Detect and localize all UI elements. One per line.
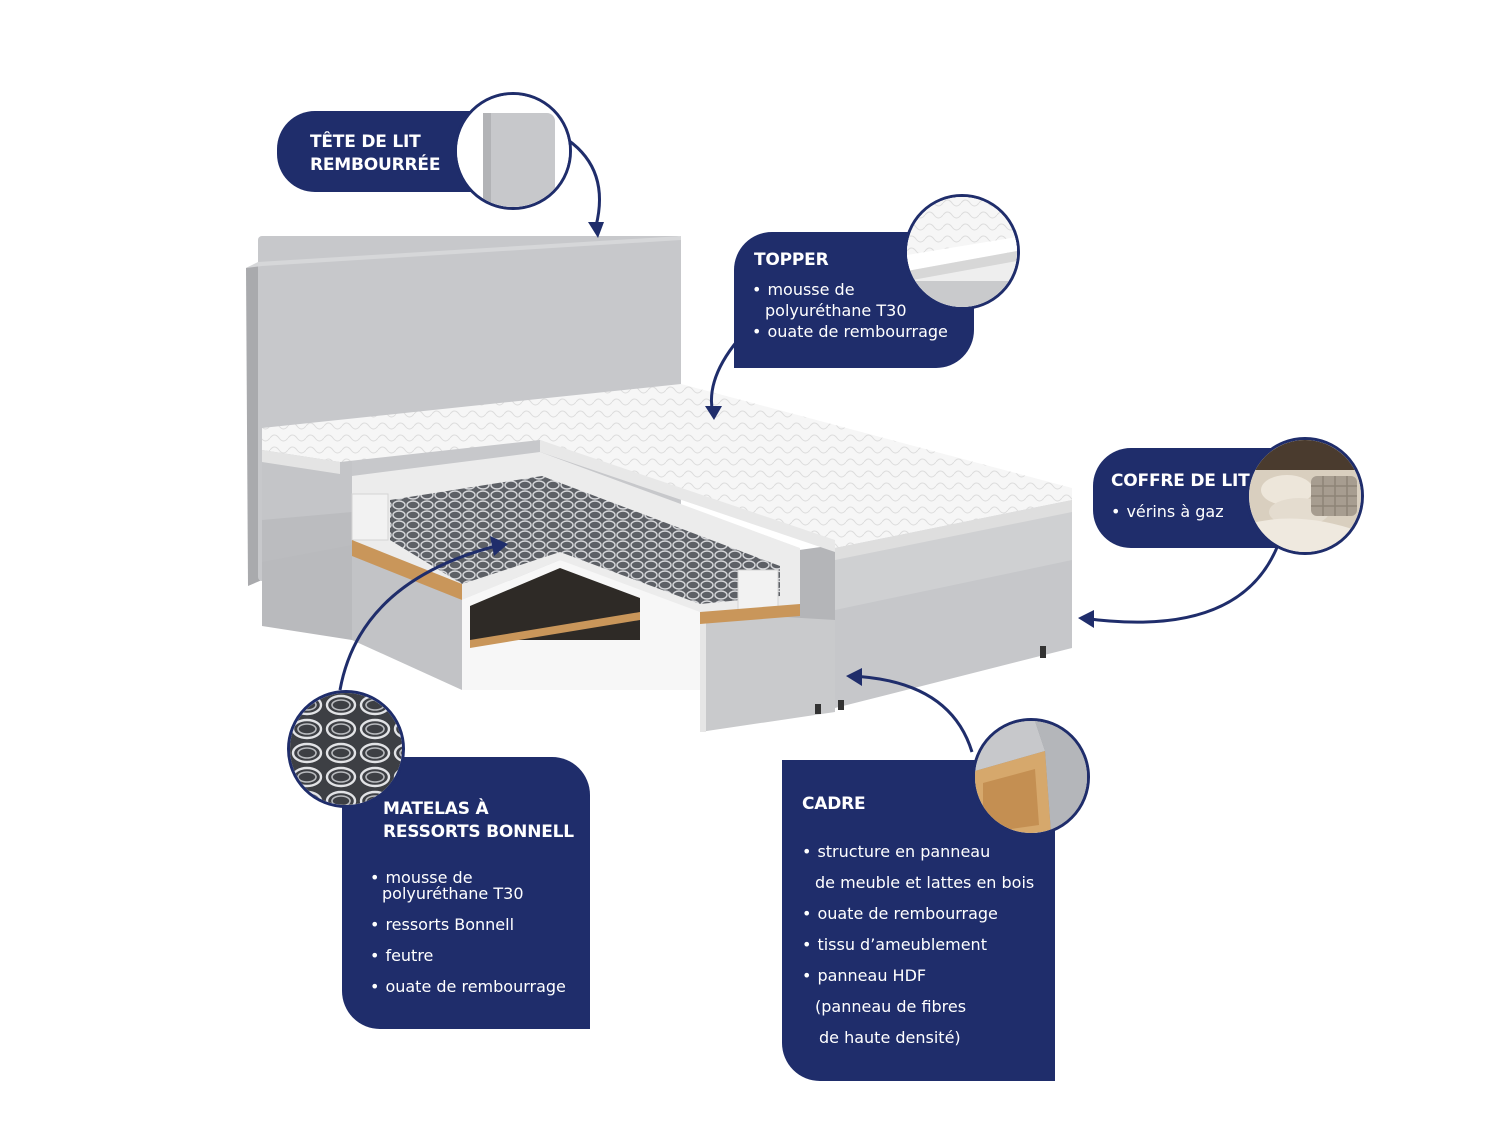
spring-cutaway (351, 452, 800, 690)
mattress-item-4: ouate de rembourrage (370, 977, 565, 997)
mattress-inset-circle (287, 690, 405, 808)
topper-item-1: mousse de (752, 280, 854, 300)
frame-item-1b: de meuble et lattes en bois (815, 873, 1035, 892)
frame-item-2: ouate de rembourrage (802, 904, 997, 924)
frame-item-1: structure en panneau (802, 842, 990, 862)
mattress-panel: MATELAS À RESSORTS BONNELL mousse de pol… (342, 757, 590, 1029)
headboard-inset-circle (454, 92, 572, 210)
mattress-title-2: RESSORTS BONNELL (383, 822, 574, 842)
topper-inset-circle (904, 194, 1020, 310)
headboard-title-1: TÊTE DE LIT (310, 132, 421, 152)
storage-item-1: vérins à gaz (1111, 502, 1223, 522)
topper-item-2: ouate de rembourrage (752, 322, 947, 342)
frame-inset-circle (972, 718, 1090, 836)
frame-item-4c: de haute densité) (819, 1028, 961, 1047)
topper-slab (262, 384, 1072, 560)
frame-item-3: tissu d’ameublement (802, 935, 987, 955)
mattress-title-1: MATELAS À (383, 799, 489, 819)
mattress-item-3: feutre (370, 946, 433, 966)
storage-inset-circle (1246, 437, 1364, 555)
topper-title: TOPPER (754, 250, 829, 270)
storage-title: COFFRE DE LIT (1111, 471, 1250, 491)
frame-title: CADRE (802, 794, 866, 814)
topper-item-1b: polyuréthane T30 (765, 301, 907, 320)
headboard-panel: TÊTE DE LIT REMBOURRÉE (277, 111, 487, 192)
mattress-item-1b: polyuréthane T30 (382, 884, 524, 903)
frame-item-4b: (panneau de fibres (815, 997, 967, 1016)
arrow-heads (490, 222, 1094, 686)
mattress-item-1: mousse de (370, 868, 472, 888)
mattress-item-2: ressorts Bonnell (370, 915, 514, 935)
headboard-title-2: REMBOURRÉE (310, 155, 441, 175)
frame-item-4: panneau HDF (802, 966, 926, 986)
